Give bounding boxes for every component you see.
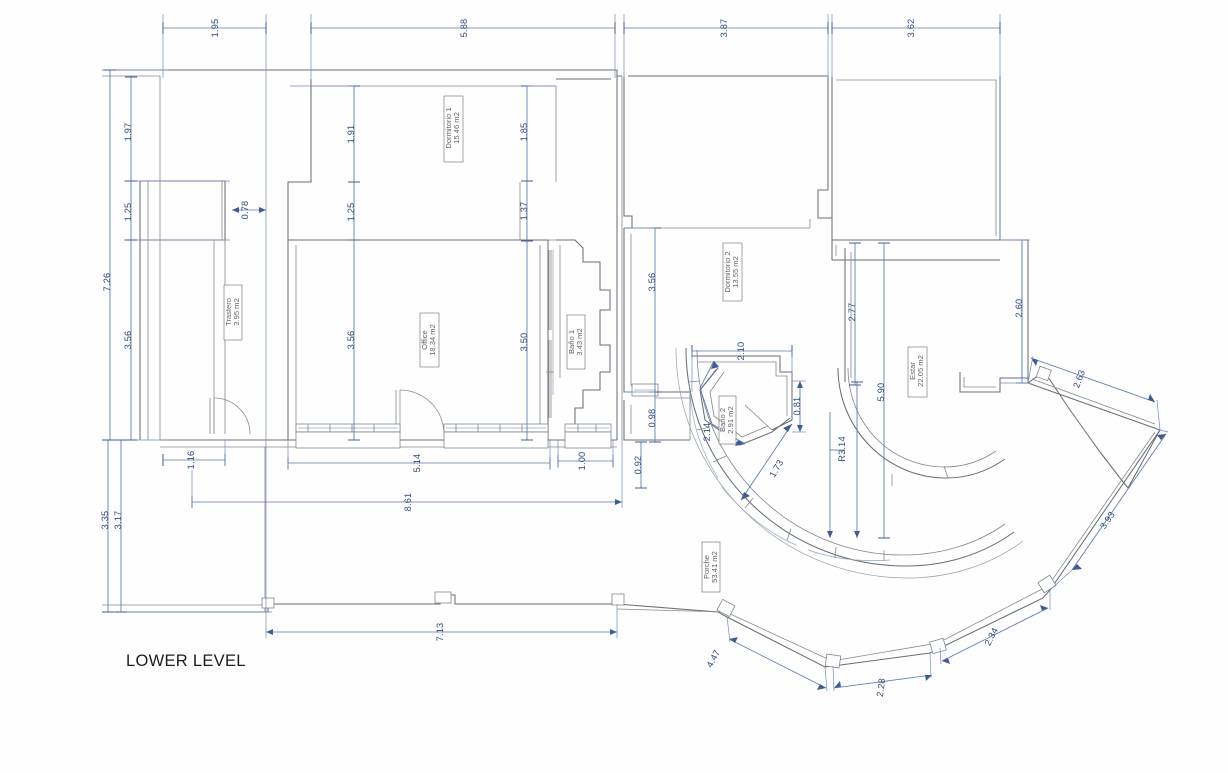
dim-row-8-61: 8.61 (191, 440, 623, 512)
room-area-estar: 22.05 m2 (916, 355, 925, 387)
dim-label-1-91: 1.91 (346, 125, 356, 144)
dim-top-3: 3.87 (719, 19, 729, 38)
dim-left-3-35: 3.35 (100, 511, 110, 530)
dim-col-800: 0.81 (792, 380, 806, 433)
dim-label-2-10: 2.10 (736, 342, 746, 361)
room-name-trastero: Trastero (224, 298, 233, 326)
level-title: LOWER LEVEL (126, 652, 246, 670)
dim-row-5-14: 5.14 (287, 440, 551, 473)
room-name-bano-1: Baño 1 (567, 330, 576, 354)
dim-label-4-47: 4.47 (705, 648, 723, 669)
dim-label-5-14: 5.14 (412, 454, 422, 473)
dim-col-527: 1.85 1.37 3.50 (519, 85, 556, 441)
dim-top-1: 1.95 (210, 19, 220, 38)
dim-label-2-28: 2.28 (875, 678, 888, 698)
room-area-dormitorio-2: 13.55 m2 (731, 256, 740, 288)
room-name-office: Office (420, 330, 429, 350)
dim-left-1-97: 1.97 (123, 123, 133, 142)
window-symbols (295, 423, 612, 449)
dim-label-2-14: 2.14 (702, 423, 712, 442)
room-tag-porche: Porche 53.41 m2 (701, 541, 721, 593)
room-area-bano-2: 2.91 m2 (726, 406, 735, 433)
dim-left-3-56: 3.56 (123, 331, 133, 350)
room-name-dormitorio-1: Dormitorio 1 (444, 107, 453, 148)
curved-mullions (687, 380, 885, 561)
dim-label-1-00: 1.00 (577, 452, 587, 471)
porche-posts (261, 365, 1057, 669)
room-tag-dormitorio-2: Dormitorio 2 13.55 m2 (722, 242, 743, 302)
dim-label-r3-14: R3.14 (837, 436, 847, 462)
dim-left-1-25: 1.25 (123, 203, 133, 222)
dim-left-chain: 1.97 1.25 3.56 7.26 3.17 3.35 (100, 69, 272, 613)
dim-col-884: 5.90 (876, 242, 890, 539)
room-area-office: 18.34 m2 (428, 324, 437, 356)
dim-top-4: 3.62 (906, 19, 916, 38)
room-area-trastero: 3.95 m2 (232, 298, 241, 325)
dim-label-0-98: 0.98 (647, 409, 657, 428)
dim-top-2: 5.88 (459, 19, 469, 38)
dim-label-3-50: 3.50 (519, 333, 529, 352)
dim-0-78: 0.78 (232, 201, 266, 220)
room-tag-layer: Trastero 3.95 m2 Dormitorio 1 15.46 m2 O… (223, 95, 928, 593)
dim-left-3-17: 3.17 (113, 511, 123, 530)
dim-label-3-93: 3.93 (1098, 510, 1117, 531)
dim-label-5-90: 5.90 (876, 383, 886, 402)
dim-row-7-13: 7.13 (265, 604, 618, 642)
dim-col-354: 1.91 1.25 3.56 (290, 85, 360, 441)
room-tag-bano-1: Baño 1 3.43 m2 (566, 314, 586, 370)
room-name-porche: Porche (702, 555, 711, 579)
dim-left-7-26: 7.26 (102, 273, 112, 292)
room-area-dormitorio-1: 15.46 m2 (452, 112, 461, 144)
room-name-estar: Estar (908, 362, 917, 380)
dim-label-1-85: 1.85 (519, 123, 529, 142)
curved-glazing (689, 391, 891, 561)
dim-label-0-81: 0.81 (792, 397, 802, 416)
dim-label-1-16: 1.16 (186, 451, 196, 470)
room-tag-dormitorio-1: Dormitorio 1 15.46 m2 (443, 95, 464, 163)
room-name-dormitorio-2: Dormitorio 2 (723, 251, 732, 292)
dim-col-655: 3.56 0.98 (624, 227, 661, 443)
dim-label-7-13: 7.13 (435, 623, 445, 642)
dim-col-641: 0.92 (633, 441, 647, 489)
room-tag-bano-2: Baño 2 2.91 m2 (718, 395, 737, 445)
dim-row-1-00: 1.00 (557, 440, 614, 471)
room-area-porche: 53.41 m2 (710, 551, 719, 583)
dim-label-3-56b: 3.56 (346, 331, 356, 350)
dim-top-chain: 1.95 5.88 3.87 3.62 (162, 14, 1001, 612)
room-tag-estar: Estar 22.05 m2 (907, 346, 928, 398)
dim-label-2-63: 2.63 (1071, 368, 1087, 389)
room-name-bano-2: Baño 2 (718, 408, 727, 432)
dim-label-0-92: 0.92 (633, 456, 643, 475)
dim-row-2-10: 2.10 (691, 342, 793, 392)
room-tag-trastero: Trastero 3.95 m2 (223, 284, 243, 341)
dim-row-1-16: 1.16 (162, 440, 226, 470)
dim-label-3-56c: 3.56 (647, 273, 657, 292)
dim-label-1-37: 1.37 (519, 202, 529, 221)
dim-label-1-73: 1.73 (767, 458, 785, 479)
dim-label-0-78: 0.78 (240, 201, 250, 220)
dimension-layer: 1.95 5.88 3.87 3.62 1.97 1.25 3.56 7.26 (100, 14, 1169, 698)
dim-label-2-34: 2.34 (983, 626, 1000, 647)
dim-label-8-61: 8.61 (403, 493, 413, 512)
dim-col-1022: 2.60 (1000, 239, 1030, 384)
room-tag-office: Office 18.34 m2 (419, 312, 440, 368)
wall-layer (102, 69, 1161, 669)
room-area-bano-1: 3.43 m2 (575, 328, 584, 355)
dim-label-2-60: 2.60 (1014, 299, 1024, 318)
dim-label-1-25b: 1.25 (346, 203, 356, 222)
dim-col-855: 2.77 (847, 242, 861, 386)
dim-label-2-77: 2.77 (847, 303, 857, 322)
